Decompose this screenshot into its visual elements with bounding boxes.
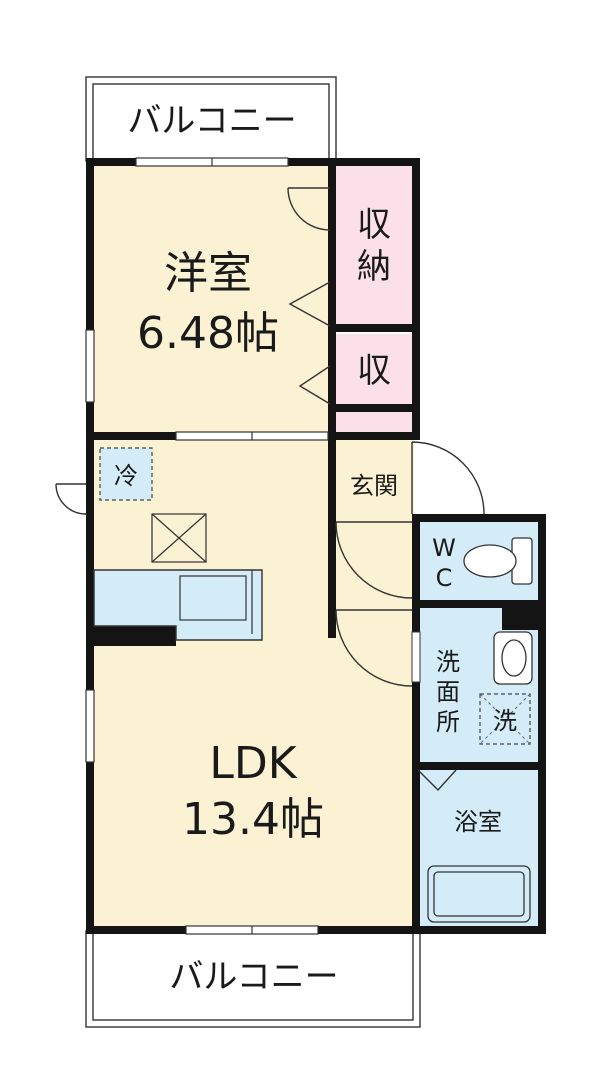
- balcony-top: バルコニー: [85, 76, 337, 162]
- washer-space: 洗: [479, 693, 531, 745]
- washroom-sliding-door: [411, 631, 421, 683]
- western-room-size: 6.48帖: [137, 308, 279, 359]
- storage-hatch: [151, 513, 207, 563]
- washroom-line2: 面: [436, 678, 460, 706]
- closet-large-floor: [336, 164, 414, 328]
- closet-small-label: 収: [357, 351, 391, 391]
- fridge-label: 冷: [114, 462, 138, 490]
- western-room-name: 洋室: [164, 248, 252, 299]
- ldk-size: 13.4帖: [182, 794, 324, 845]
- ldk-name: LDK: [209, 738, 297, 789]
- western-room-floor: [92, 164, 332, 438]
- bathtub: [427, 865, 531, 923]
- balcony-bottom: バルコニー: [85, 930, 421, 1028]
- fridge-space: 冷: [99, 447, 153, 501]
- balcony-bottom-label: バルコニー: [169, 957, 338, 997]
- entrance-label: 玄関: [350, 472, 398, 500]
- balcony-top-label: バルコニー: [127, 101, 296, 141]
- washer-label: 洗: [493, 707, 517, 735]
- toilet: [463, 537, 533, 585]
- windows: [85, 157, 329, 935]
- doors: [55, 187, 485, 792]
- kitchen-counter: [93, 569, 263, 641]
- closet-small-floor: [336, 334, 414, 406]
- bathroom-label: 浴室: [454, 808, 502, 836]
- wash-basin: [493, 631, 533, 685]
- wc-line2: C: [436, 564, 453, 592]
- washroom-line1: 洗: [436, 648, 460, 676]
- washroom-line3: 所: [436, 708, 460, 736]
- closet-large-line1: 収: [357, 205, 391, 245]
- closet-large-line2: 納: [357, 247, 391, 287]
- wc-line1: W: [432, 534, 456, 562]
- entrance-floor: [336, 438, 414, 598]
